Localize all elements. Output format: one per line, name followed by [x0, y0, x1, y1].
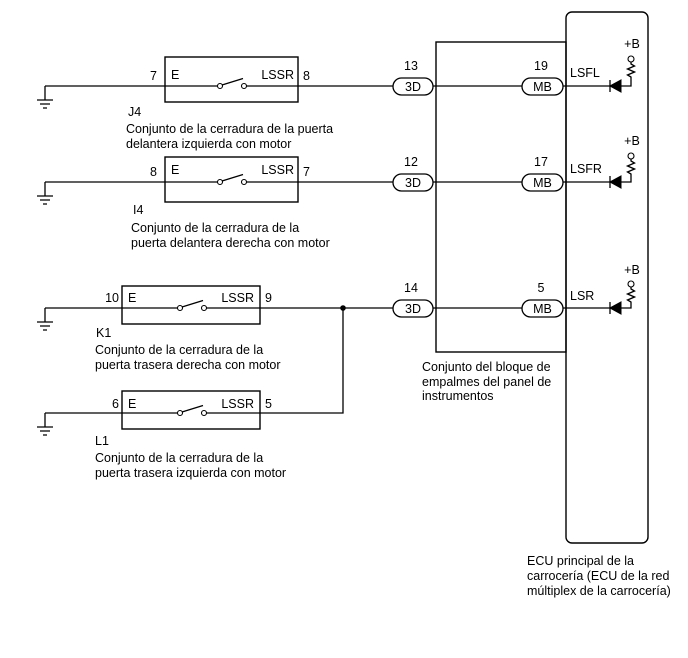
pin-number-e: 10 [105, 291, 119, 305]
component-name-line: puerta trasera derecha con motor [95, 358, 281, 372]
ecu-label-line: múltiplex de la carrocería) [527, 584, 671, 598]
supply-terminal-icon [627, 280, 635, 288]
component-code: K1 [96, 326, 111, 340]
junction-block-label: Conjunto del bloque de empalmes del pane… [422, 360, 551, 403]
terminal-lssr-label: LSSR [221, 291, 254, 305]
component-code: J4 [128, 105, 141, 119]
door-lock-component-box [121, 285, 261, 325]
junction-block-label-line: Conjunto del bloque de [422, 360, 551, 374]
wire [206, 308, 344, 414]
connector-code: 3D [405, 176, 421, 190]
pin-number-lssr: 7 [303, 165, 310, 179]
supply-terminal-icon [627, 152, 635, 160]
supply-label: +B [624, 134, 640, 148]
resistor-icon [625, 159, 637, 176]
supply-label: +B [624, 263, 640, 277]
component-name-line: Conjunto de la cerradura de la [95, 343, 263, 357]
pin-number-lssr: 9 [265, 291, 272, 305]
diode-icon [608, 175, 622, 189]
supply-label: +B [624, 37, 640, 51]
component-code: L1 [95, 434, 109, 448]
component-name-line: puerta trasera izquierda con motor [95, 466, 286, 480]
pin-number: 14 [404, 281, 418, 295]
door-lock-component-box [164, 56, 299, 103]
resistor-icon [625, 62, 637, 79]
diode-icon [608, 79, 622, 93]
ecu-terminal-label: LSR [570, 289, 594, 303]
component-name-line: Conjunto de la cerradura de la puerta [126, 122, 333, 136]
supply-terminal-icon [627, 55, 635, 63]
pin-number-e: 7 [150, 69, 157, 83]
door-lock-component-box [164, 156, 299, 203]
switch-icon [216, 173, 248, 186]
resistor-icon [625, 287, 637, 304]
circuit-row-lsfl: 7 8 E LSSR J4 Conjunto de la cerradura d… [37, 37, 640, 151]
pin-number-e: 8 [150, 165, 157, 179]
wire [621, 79, 632, 87]
ecu-label: ECU principal de la carrocería (ECU de l… [527, 554, 671, 598]
switch-icon [176, 299, 208, 312]
ecu-terminal-label: LSFR [570, 162, 602, 176]
wire [621, 304, 632, 309]
pin-number-lssr: 8 [303, 69, 310, 83]
ecu-box [565, 11, 649, 544]
connector-code: 3D [405, 302, 421, 316]
circuit-row-rear-left: 6 5 E LSSR L1 Conjunto de la cerradura d… [37, 308, 344, 480]
junction-block-box [435, 41, 567, 353]
pin-number: 17 [534, 155, 548, 169]
wire [621, 176, 632, 183]
connector-code: MB [533, 80, 552, 94]
diode-icon [608, 301, 622, 315]
connector-code: 3D [405, 80, 421, 94]
ecu-terminal-label: LSFL [570, 66, 600, 80]
terminal-e-label: E [171, 68, 179, 82]
component-code: I4 [133, 203, 143, 217]
component-name-line: Conjunto de la cerradura de la [95, 451, 263, 465]
ecu-label-line: carrocería (ECU de la red [527, 569, 669, 583]
door-lock-component-box [121, 390, 261, 430]
junction-block-label-line: instrumentos [422, 389, 494, 403]
component-name-line: delantera izquierda con motor [126, 137, 291, 151]
switch-icon [216, 77, 248, 90]
junction-block-label-line: empalmes del panel de [422, 375, 551, 389]
connector-code: MB [533, 176, 552, 190]
connector-code: MB [533, 302, 552, 316]
terminal-lssr-label: LSSR [221, 397, 254, 411]
switch-icon [176, 404, 208, 417]
circuit-row-lsfr: 8 7 E LSSR I4 Conjunto de la cerradura d… [37, 134, 640, 250]
pin-number: 19 [534, 59, 548, 73]
terminal-e-label: E [128, 397, 136, 411]
ecu-label-line: ECU principal de la [527, 554, 634, 568]
component-name-line: puerta delantera derecha con motor [131, 236, 330, 250]
terminal-e-label: E [171, 163, 179, 177]
component-name-line: Conjunto de la cerradura de la [131, 221, 299, 235]
ground-icon [37, 413, 53, 436]
ground-icon [37, 86, 53, 109]
terminal-e-label: E [128, 291, 136, 305]
pin-number: 5 [538, 281, 545, 295]
terminal-lssr-label: LSSR [261, 68, 294, 82]
ground-icon [37, 182, 53, 205]
pin-number-e: 6 [112, 397, 119, 411]
ground-icon [37, 308, 53, 331]
terminal-lssr-label: LSSR [261, 163, 294, 177]
pin-number-lssr: 5 [265, 397, 272, 411]
circuit-row-lsr: 10 9 E LSSR K1 Conjunto de la cerradura … [37, 263, 640, 372]
pin-number: 12 [404, 155, 418, 169]
pin-number: 13 [404, 59, 418, 73]
